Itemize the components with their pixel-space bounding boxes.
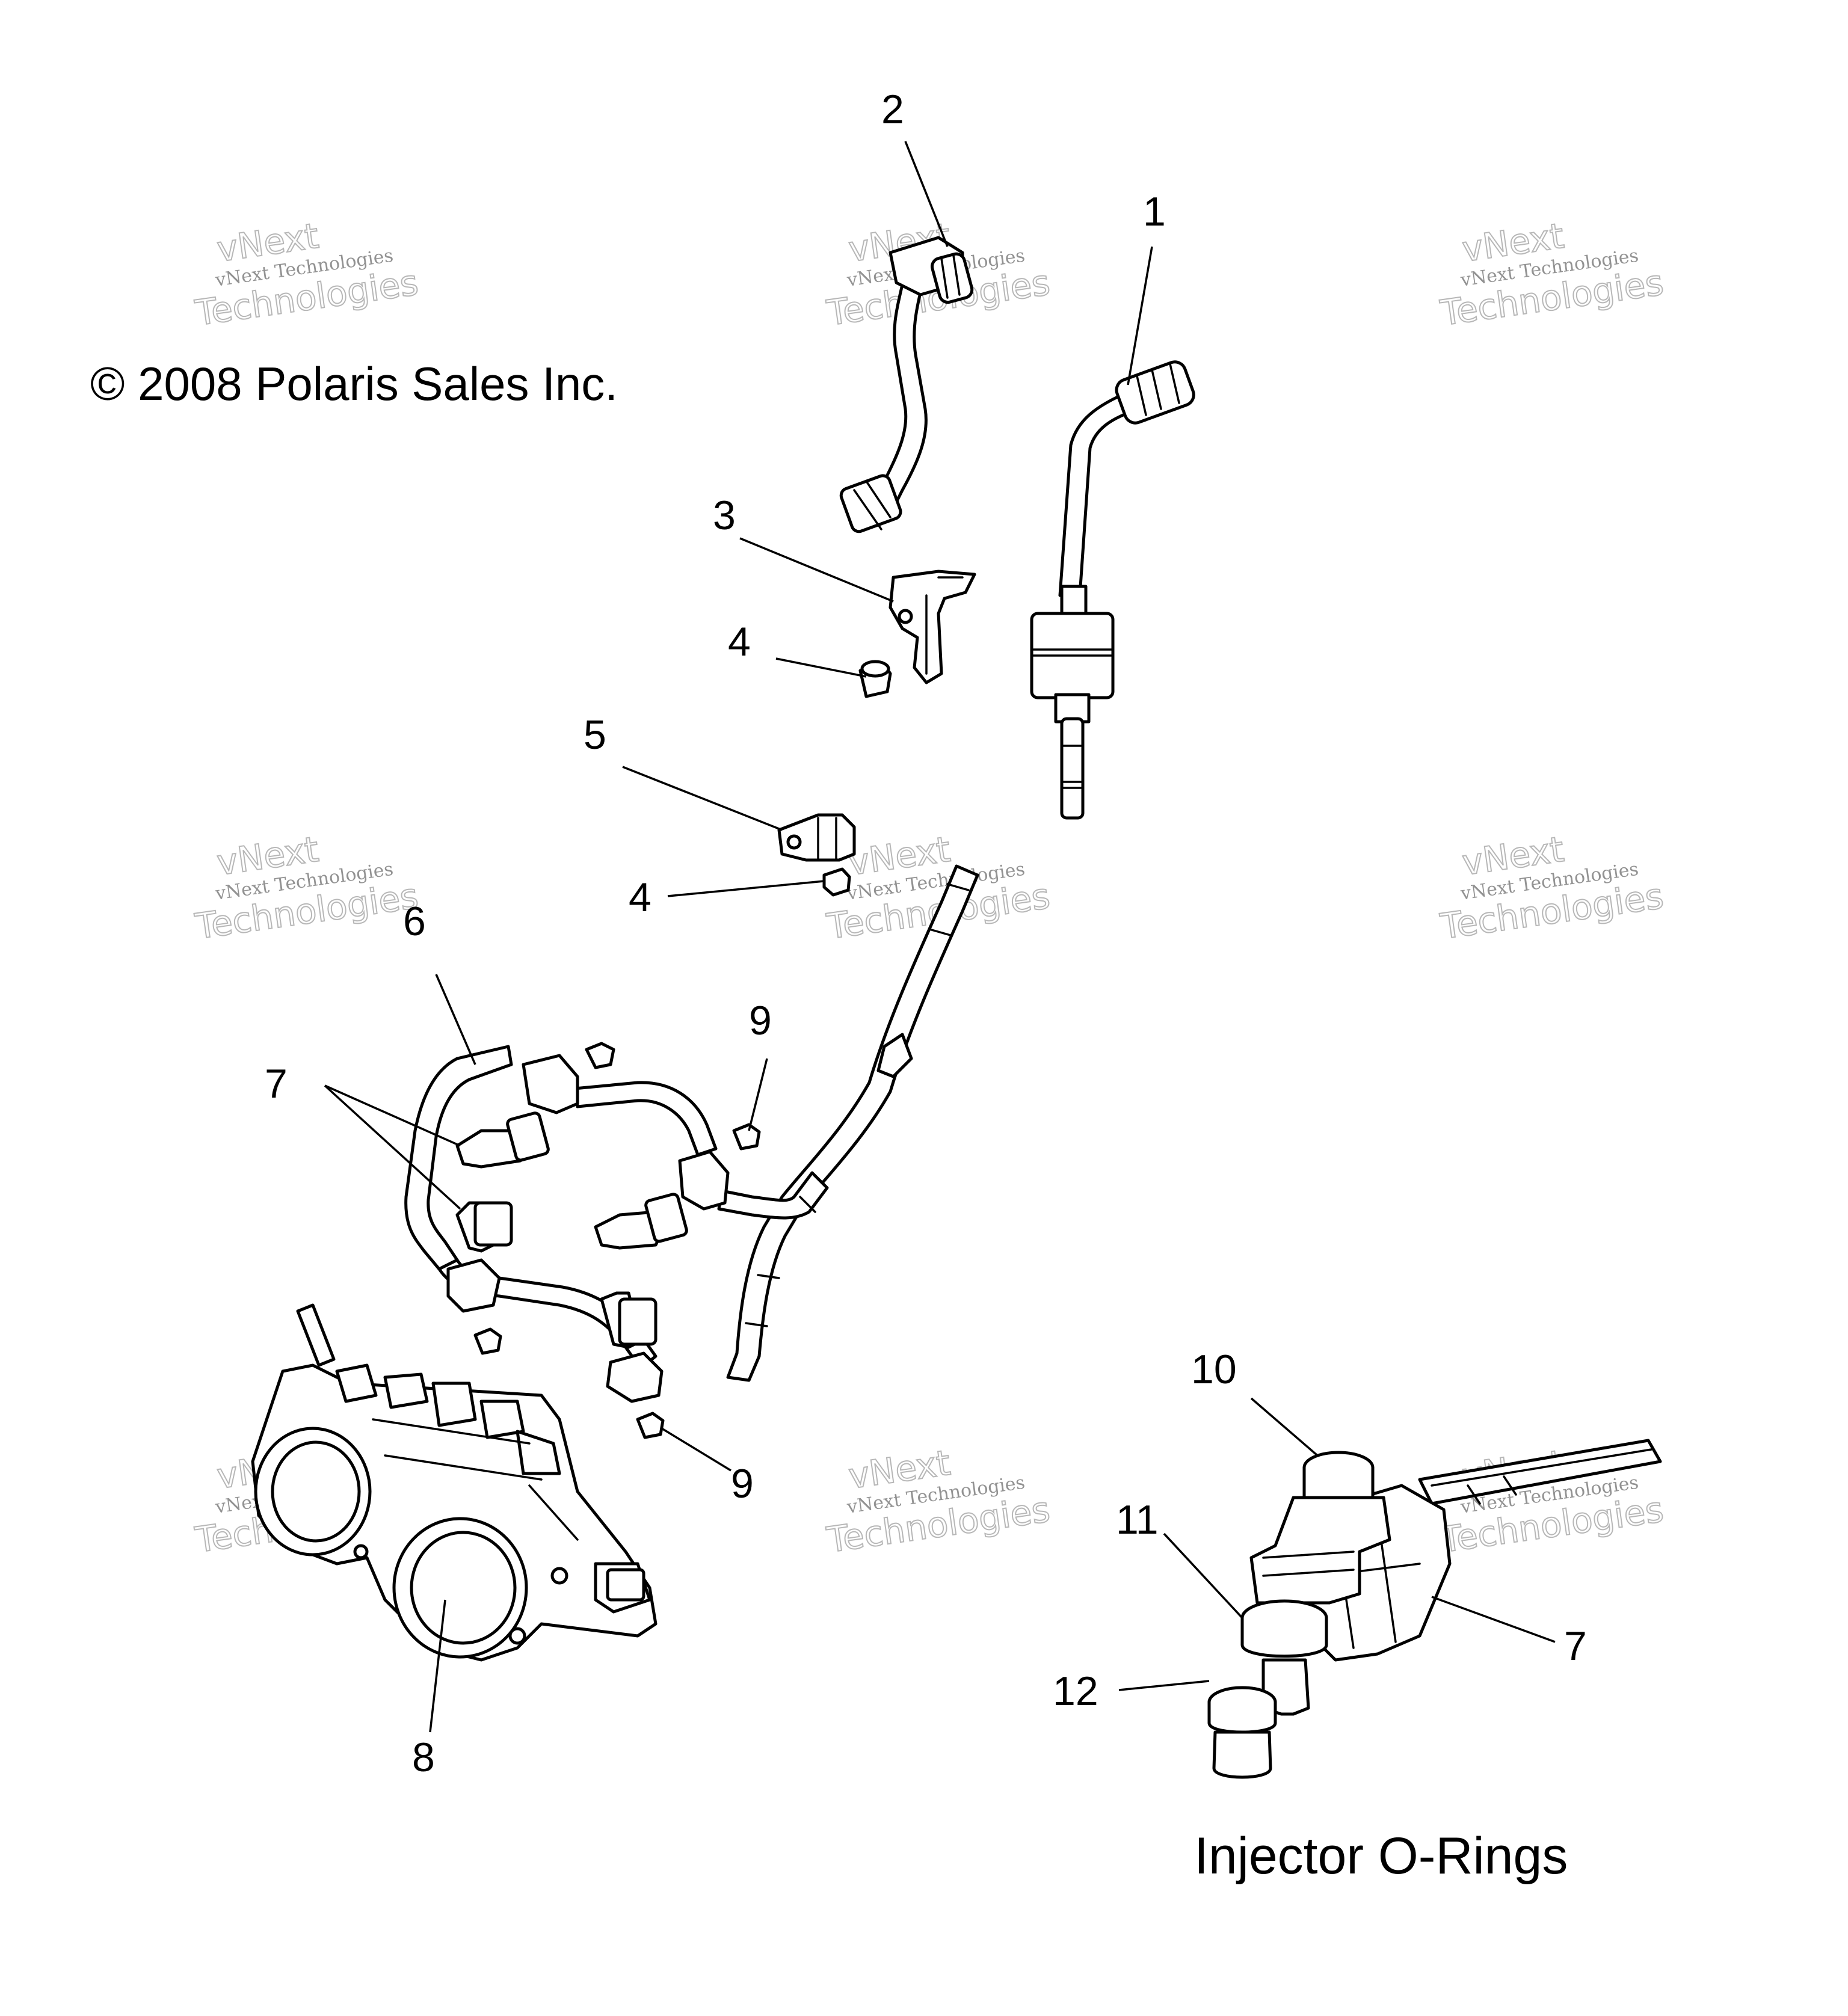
leader-7b [324,1084,461,1210]
callout-9-upper: 9 [749,998,772,1043]
callout-9-lower: 9 [731,1461,754,1507]
callout-7-rail: 7 [265,1061,288,1107]
part-8-throttle-body [251,1303,658,1662]
callout-12: 12 [1053,1668,1098,1714]
leader-2 [904,141,949,247]
callout-2: 2 [881,87,904,132]
leader-9-lower [661,1427,732,1472]
callout-4-upper: 4 [728,619,751,665]
part-1-fuel-line-filter [1030,360,1195,820]
callout-labels: 2 1 3 4 5 4 6 7 9 9 8 10 11 12 7 [265,87,1587,1780]
callout-3: 3 [713,493,736,538]
callout-5: 5 [584,712,606,758]
leader-11 [1163,1532,1243,1619]
leader-5 [622,766,783,831]
callout-10: 10 [1191,1347,1237,1392]
watermark-bottom-center: vNext vNext Technologies Technologies [824,1442,1053,1561]
watermark-top-right: vNext vNext Technologies Technologies [1437,215,1666,334]
callout-11: 11 [1116,1497,1159,1543]
callout-7-detail: 7 [1564,1623,1587,1669]
watermark-mid-left: vNext vNext Technologies Technologies [192,828,421,948]
injector-detail-assembly [1207,1439,1662,1779]
part-9-screw-b [732,1123,761,1151]
copyright-notice: © 2008 Polaris Sales Inc. [90,357,618,410]
watermark-mid-right: vNext vNext Technologies Technologies [1437,828,1666,948]
leader-3 [739,537,894,603]
part-4-screw-lower [822,867,851,897]
leader-8 [429,1599,446,1733]
leader-1 [1127,246,1153,386]
part-3-bracket [889,570,976,684]
callout-4-lower: 4 [629,874,651,920]
callout-8: 8 [412,1735,435,1780]
part-7-injector-d [600,1291,658,1349]
watermark-top-left: vNext vNext Technologies Technologies [192,215,421,334]
leader-6 [435,974,476,1065]
part-7-injector-a [455,1111,550,1169]
part-2-fuel-hose [839,236,974,533]
part-4-screw-upper [858,660,892,698]
leader-7-detail [1431,1596,1556,1643]
part-9-screw-a [585,1042,615,1069]
part-9-screw-d [636,1412,665,1439]
leader-10 [1250,1397,1319,1457]
leader-4-upper [775,657,867,678]
leader-lines [324,141,1556,1733]
leader-12 [1118,1680,1210,1691]
part-7-injector-c [594,1193,688,1250]
part-7-injector-b [455,1201,513,1253]
callout-1: 1 [1143,189,1166,235]
part-6-fuel-rail-hoses [404,864,979,1403]
callout-6: 6 [403,899,426,944]
leader-9-upper [748,1058,768,1131]
part-5-clamp [777,813,856,862]
leader-4-lower [667,880,825,897]
injector-o-rings-caption: Injector O-Rings [1194,1827,1568,1885]
part-9-screw-c [473,1327,502,1355]
leader-7a [324,1084,461,1147]
